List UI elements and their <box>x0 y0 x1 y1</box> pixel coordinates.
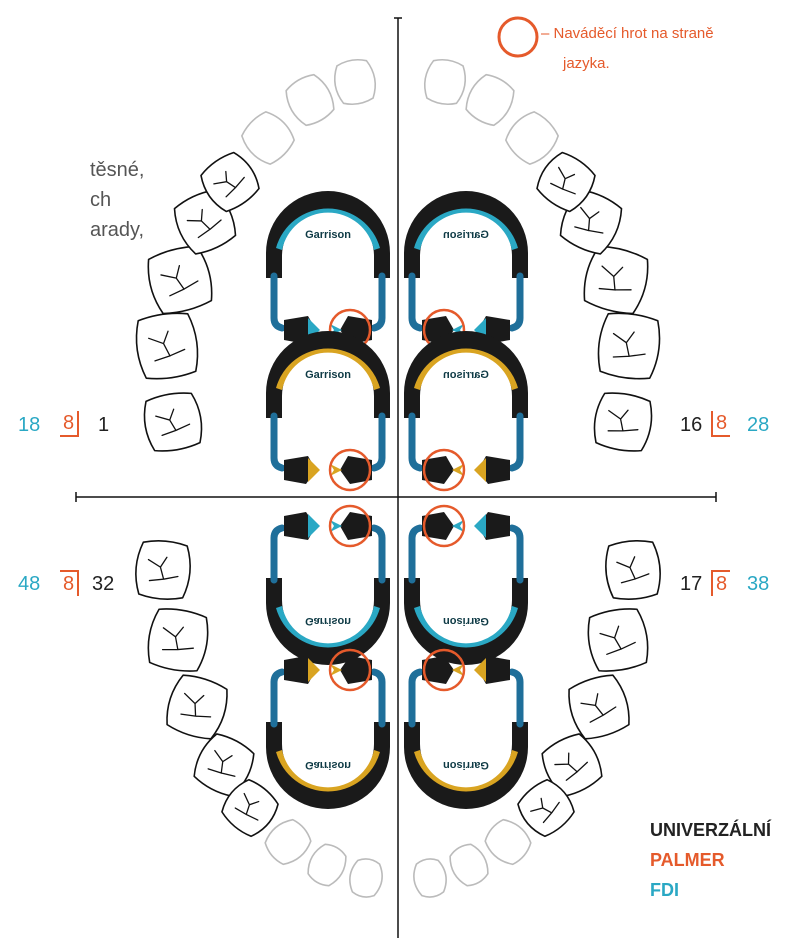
tooth-25 <box>517 778 575 838</box>
intro-line-1: těsné, <box>90 159 145 181</box>
svg-text:Garrison: Garrison <box>305 229 351 241</box>
svg-text:Garrison: Garrison <box>305 759 351 771</box>
tooth-11 <box>285 73 335 127</box>
tooth-outlines <box>135 58 661 898</box>
ring-3: Garrison <box>404 331 528 492</box>
svg-text:Garrison: Garrison <box>443 369 489 381</box>
tooth-0 <box>143 392 203 452</box>
svg-text:Garrison: Garrison <box>443 759 489 771</box>
ring-2: Garrison <box>266 331 390 492</box>
tooth-14 <box>465 73 515 127</box>
tooth-28 <box>349 858 383 898</box>
palmer-upper-left: 8 <box>60 411 80 437</box>
tooth-9 <box>536 151 596 213</box>
universal-lower-right: 17 <box>680 573 703 595</box>
ring-0: Garrison <box>266 191 390 352</box>
svg-text:Garrison: Garrison <box>443 229 489 241</box>
palmer-lower-right: 8 <box>711 570 731 596</box>
ring-5: Garrison <box>404 504 528 665</box>
tooth-1 <box>135 312 199 380</box>
tooth-23 <box>568 674 630 740</box>
palmer-upper-right: 8 <box>711 411 731 437</box>
key-universal: UNIVERZÁLNÍ <box>650 820 771 840</box>
tooth-26 <box>264 818 312 866</box>
svg-text:Garrison: Garrison <box>305 369 351 381</box>
tooth-27 <box>307 843 347 887</box>
tooth-5 <box>593 392 653 452</box>
legend-note-line-2: jazyka. <box>563 55 610 72</box>
fdi-lower-left: 48 <box>18 573 41 595</box>
svg-text:Garrison: Garrison <box>443 615 489 627</box>
tooth-20 <box>221 778 279 838</box>
tooth-12 <box>333 58 377 106</box>
universal-upper-right: 16 <box>680 414 703 436</box>
tooth-16 <box>135 540 191 600</box>
tooth-21 <box>605 540 661 600</box>
key-fdi: FDI <box>650 880 679 900</box>
svg-text:Garrison: Garrison <box>305 615 351 627</box>
tooth-15 <box>505 111 559 165</box>
tooth-22 <box>587 608 649 672</box>
tooth-31 <box>484 818 532 866</box>
ring-6: Garrison <box>266 648 390 809</box>
fdi-lower-right: 38 <box>747 573 770 595</box>
quadrant-axes <box>75 17 717 938</box>
tooth-24 <box>541 733 603 797</box>
legend-circle-icon <box>497 16 539 58</box>
legend-note-line-1: – Naváděcí hrot na straně <box>541 25 714 42</box>
key-palmer: PALMER <box>650 850 725 870</box>
fdi-upper-left: 18 <box>18 414 41 436</box>
ring-4: Garrison <box>266 504 390 665</box>
tooth-10 <box>241 111 295 165</box>
tooth-18 <box>166 674 228 740</box>
tooth-6 <box>597 312 661 380</box>
tooth-4 <box>200 151 260 213</box>
ring-1: Garrison <box>404 191 528 352</box>
tooth-2 <box>147 245 213 315</box>
fdi-upper-right: 28 <box>747 414 770 436</box>
universal-upper-left: 1 <box>98 414 110 436</box>
universal-lower-left: 32 <box>92 573 115 595</box>
tooth-30 <box>449 843 489 887</box>
tooth-17 <box>147 608 209 672</box>
tooth-29 <box>413 858 447 898</box>
palmer-lower-left: 8 <box>60 570 80 596</box>
tooth-7 <box>583 245 649 315</box>
tooth-13 <box>423 58 467 106</box>
ring-7: Garrison <box>404 648 528 809</box>
intro-line-2: ch <box>90 189 112 211</box>
intro-line-3: arady, <box>90 219 145 241</box>
